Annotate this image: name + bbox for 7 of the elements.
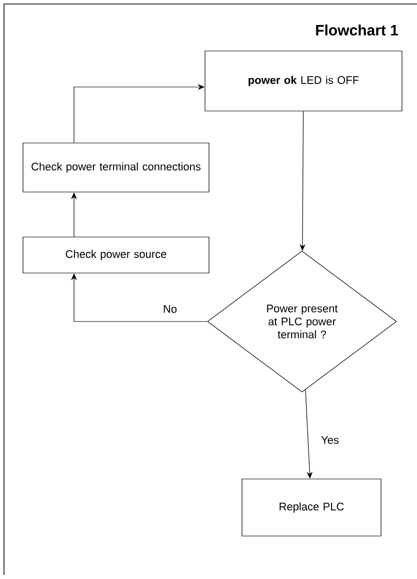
process-box: Check power terminal connections <box>22 142 210 192</box>
edge-label: No <box>162 304 178 314</box>
process-box: Check power source <box>22 236 210 274</box>
process-box: power ok LED is OFF <box>204 50 402 112</box>
title: Flowchart 1 <box>316 24 398 36</box>
edge-label: Yes <box>320 435 340 445</box>
process-box: Replace PLC <box>242 478 382 536</box>
